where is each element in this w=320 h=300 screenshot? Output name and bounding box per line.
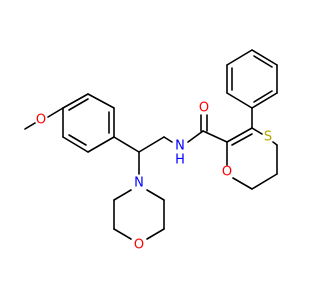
- morpholine-nitrogen-label: N: [134, 176, 144, 191]
- amide-nitrogen-label: N: [175, 139, 185, 154]
- morpholine-oxygen-label: O: [134, 238, 144, 253]
- oxathiine-oxygen-label: O: [222, 165, 232, 180]
- carbonyl-oxygen-label: O: [199, 101, 209, 116]
- molecule-structure: O O N H N O O S: [24, 49, 278, 253]
- atom-labels: O O N H N O O S: [36, 101, 272, 253]
- amide-hydrogen-label: H: [175, 153, 185, 168]
- bond-lines: [24, 49, 278, 240]
- oxathiine-sulfur-label: S: [264, 130, 272, 145]
- methoxy-oxygen-label: O: [36, 113, 46, 128]
